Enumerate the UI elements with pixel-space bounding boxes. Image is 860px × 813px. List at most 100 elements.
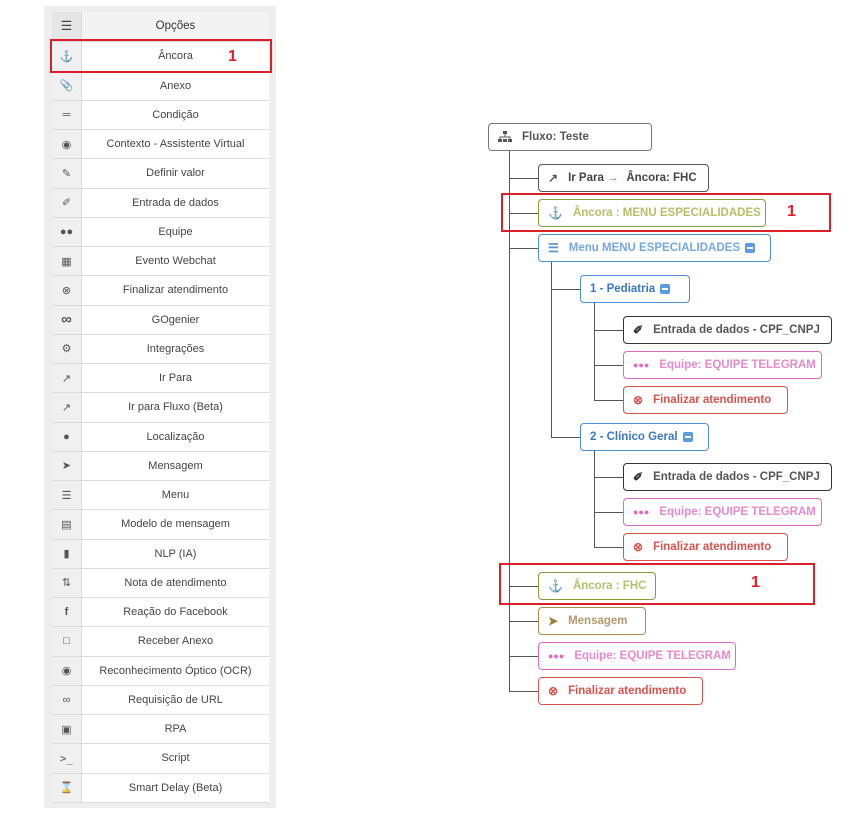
option-anexo[interactable]: 📎Anexo bbox=[52, 71, 269, 101]
cogs-icon: ⚙ bbox=[52, 334, 82, 363]
option-ancora[interactable]: ⚓Âncora bbox=[52, 42, 269, 72]
highlight-anchor-fhc bbox=[499, 563, 815, 605]
option-equipe[interactable]: ●●Equipe bbox=[52, 217, 269, 247]
external-link-icon: ↗ bbox=[52, 364, 82, 393]
node-label: Menu MENU ESPECIALIDADES bbox=[568, 242, 741, 254]
option-label: Ir Para bbox=[158, 372, 192, 385]
connector bbox=[509, 691, 538, 692]
option-smart-delay[interactable]: ⌛Smart Delay (Beta) bbox=[52, 773, 269, 803]
paper-plane-icon: ➤ bbox=[548, 614, 559, 628]
node-label: Ir Para bbox=[568, 172, 604, 184]
message-node[interactable]: ➤ Mensagem bbox=[538, 607, 646, 635]
circle-x-icon: ⊗ bbox=[548, 684, 559, 698]
collapse-toggle[interactable] bbox=[682, 432, 693, 442]
option-nlp[interactable]: ▮NLP (IA) bbox=[52, 539, 269, 569]
option-condicao[interactable]: ═Condição bbox=[52, 100, 269, 130]
option-localizacao[interactable]: ●Localização bbox=[52, 422, 269, 452]
team-node[interactable]: ●●● Equipe: EQUIPE TELEGRAM bbox=[623, 351, 822, 379]
option-script[interactable]: >_Script bbox=[52, 744, 269, 774]
option-label: Receber Anexo bbox=[137, 635, 214, 648]
anchor-node-menu-especialidades[interactable]: ⚓ Âncora : MENU ESPECIALIDADES bbox=[538, 199, 766, 227]
ir-para-node[interactable]: ↗ Ir Para → Âncora: FHC bbox=[538, 164, 709, 192]
sitemap-icon bbox=[498, 131, 512, 143]
menu-node[interactable]: ☰ Menu MENU ESPECIALIDADES bbox=[538, 234, 771, 262]
option-rpa[interactable]: ▣RPA bbox=[52, 715, 269, 745]
option-label: Evento Webchat bbox=[135, 255, 216, 268]
infinity-icon: ∞ bbox=[52, 305, 82, 334]
connector bbox=[594, 477, 623, 478]
facebook-icon: f bbox=[52, 598, 82, 627]
option-label: Integrações bbox=[146, 342, 205, 355]
option-label: Requisição de URL bbox=[128, 693, 223, 706]
option-label: Menu bbox=[161, 489, 190, 502]
team-node[interactable]: ●●● Equipe: EQUIPE TELEGRAM bbox=[538, 642, 736, 670]
node-label: 1 - Pediatria bbox=[590, 283, 656, 295]
pencil-icon: ✐ bbox=[633, 323, 644, 337]
node-label: Entrada de dados - CPF_CNPJ bbox=[653, 471, 820, 483]
circle-x-icon: ⊗ bbox=[633, 540, 644, 554]
end-service-node[interactable]: ⊗ Finalizar atendimento bbox=[538, 677, 703, 705]
option-menu[interactable]: ☰Menu bbox=[52, 481, 269, 511]
option-mensagem[interactable]: ➤Mensagem bbox=[52, 451, 269, 481]
circle-x-icon: ⊗ bbox=[633, 393, 644, 407]
option-receber-anexo[interactable]: □Receber Anexo bbox=[52, 627, 269, 657]
option-label: Finalizar atendimento bbox=[122, 284, 229, 297]
menu-option-node-clinico-geral[interactable]: 2 - Clínico Geral bbox=[580, 423, 709, 451]
collapse-toggle[interactable] bbox=[660, 284, 671, 294]
team-node[interactable]: ●●● Equipe: EQUIPE TELEGRAM bbox=[623, 498, 822, 526]
option-label: Equipe bbox=[158, 225, 193, 238]
hamburger-menu-icon[interactable]: ☰ bbox=[52, 12, 82, 41]
users-icon: ●●● bbox=[633, 360, 650, 370]
connector bbox=[594, 303, 595, 400]
node-label: Mensagem bbox=[568, 615, 628, 627]
option-requisicao-url[interactable]: ∞Requisição de URL bbox=[52, 685, 269, 715]
option-integracoes[interactable]: ⚙ Integrações bbox=[52, 334, 269, 364]
marker-label: 1 bbox=[787, 203, 796, 220]
connector bbox=[509, 248, 538, 249]
connector bbox=[551, 437, 580, 438]
external-link-icon: ↗ bbox=[52, 393, 82, 422]
option-ir-para-fluxo[interactable]: ↗Ir para Fluxo (Beta) bbox=[52, 393, 269, 423]
menu-option-node-pediatria[interactable]: 1 - Pediatria bbox=[580, 275, 690, 303]
connector bbox=[594, 512, 623, 513]
node-label: 2 - Clínico Geral bbox=[590, 431, 678, 443]
paperclip-icon: 📎 bbox=[52, 71, 82, 100]
option-entrada-dados[interactable]: ✐Entrada de dados bbox=[52, 188, 269, 218]
connector bbox=[509, 621, 538, 622]
option-gogenier[interactable]: ∞GOgenier bbox=[52, 305, 269, 335]
option-evento-webchat[interactable]: ▦Evento Webchat bbox=[52, 247, 269, 277]
option-label: Modelo de mensagem bbox=[121, 518, 230, 531]
option-modelo-mensagem[interactable]: ▤Modelo de mensagem bbox=[52, 510, 269, 540]
option-label: Entrada de dados bbox=[132, 196, 219, 209]
users-icon: ●●● bbox=[633, 507, 650, 517]
users-icon: ●●● bbox=[548, 651, 565, 661]
connector bbox=[594, 330, 623, 331]
connector bbox=[594, 547, 623, 548]
connector bbox=[509, 213, 538, 214]
end-service-node[interactable]: ⊗ Finalizar atendimento bbox=[623, 386, 788, 414]
option-label: NLP (IA) bbox=[154, 547, 197, 560]
option-nota-atendimento[interactable]: ⇅Nota de atendimento bbox=[52, 568, 269, 598]
option-label: Contexto - Assistente Virtual bbox=[106, 138, 245, 151]
anchor-icon: ⚓ bbox=[52, 42, 82, 71]
paper-plane-icon: ➤ bbox=[52, 451, 82, 480]
eye-icon: ◉ bbox=[52, 656, 82, 685]
node-label: Finalizar atendimento bbox=[653, 394, 772, 406]
external-link-icon: ↗ bbox=[548, 171, 559, 185]
end-service-node[interactable]: ⊗ Finalizar atendimento bbox=[623, 533, 788, 561]
node-label: Equipe: EQUIPE TELEGRAM bbox=[659, 506, 816, 518]
option-contexto[interactable]: ◉Contexto - Assistente Virtual bbox=[52, 130, 269, 160]
option-ir-para[interactable]: ↗ Ir Para bbox=[52, 364, 269, 394]
anchor-node-fhc[interactable]: ⚓ Âncora : FHC bbox=[538, 572, 656, 600]
option-finalizar[interactable]: ⊗Finalizar atendimento bbox=[52, 276, 269, 306]
signpost-icon: ═ bbox=[52, 100, 82, 129]
arrow-right-icon: → bbox=[606, 172, 619, 184]
data-input-node[interactable]: ✐ Entrada de dados - CPF_CNPJ bbox=[623, 316, 832, 344]
flow-root-node[interactable]: Fluxo: Teste bbox=[488, 123, 652, 151]
node-label: Âncora : FHC bbox=[572, 580, 647, 592]
option-ocr[interactable]: ◉Reconhecimento Óptico (OCR) bbox=[52, 656, 269, 686]
collapse-toggle[interactable] bbox=[745, 243, 756, 253]
option-definir-valor[interactable]: ✎Definir valor bbox=[52, 159, 269, 189]
data-input-node[interactable]: ✐ Entrada de dados - CPF_CNPJ bbox=[623, 463, 832, 491]
